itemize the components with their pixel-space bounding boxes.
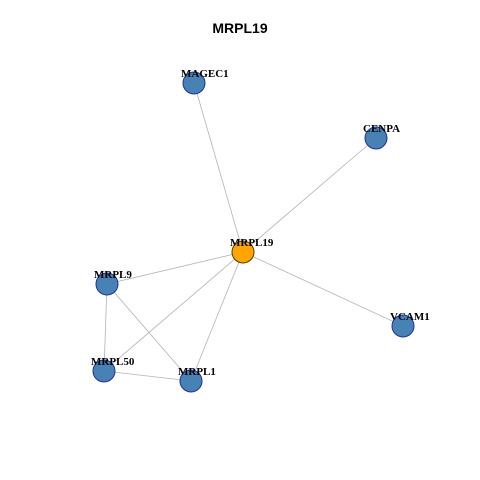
edge-mrpl19-mrpl9 <box>106 251 244 285</box>
edge-layer <box>103 82 404 382</box>
edge-mrpl19-mrpl1 <box>190 251 244 382</box>
edge-mrpl19-mrpl50 <box>103 251 244 372</box>
node-label-mrpl1: MRPL1 <box>178 366 216 378</box>
node-magec1 <box>182 71 206 95</box>
edge-mrpl19-cenpa <box>242 137 377 253</box>
node-label-vcam1: VCAM1 <box>390 311 430 323</box>
graph-title: MRPL19 <box>212 20 268 36</box>
edge-mrpl19-vcam1 <box>242 251 404 327</box>
edge-mrpl50-mrpl1 <box>103 370 192 382</box>
node-label-mrpl50: MRPL50 <box>91 356 135 368</box>
node-mrpl9 <box>95 272 119 296</box>
node-vcam1 <box>391 314 415 338</box>
edge-mrpl9-mrpl50 <box>103 283 108 372</box>
node-label-mrpl9: MRPL9 <box>94 269 132 281</box>
node-cenpa <box>364 126 388 150</box>
node-mrpl19 <box>231 240 255 264</box>
node-layer <box>92 71 415 393</box>
node-mrpl1 <box>179 369 203 393</box>
node-label-magec1: MAGEC1 <box>181 68 229 80</box>
node-mrpl50 <box>92 359 116 383</box>
edge-mrpl9-mrpl1 <box>106 283 192 382</box>
node-label-mrpl19: MRPL19 <box>230 237 274 249</box>
edge-mrpl19-magec1 <box>193 82 244 253</box>
node-label-cenpa: CENPA <box>363 123 400 135</box>
